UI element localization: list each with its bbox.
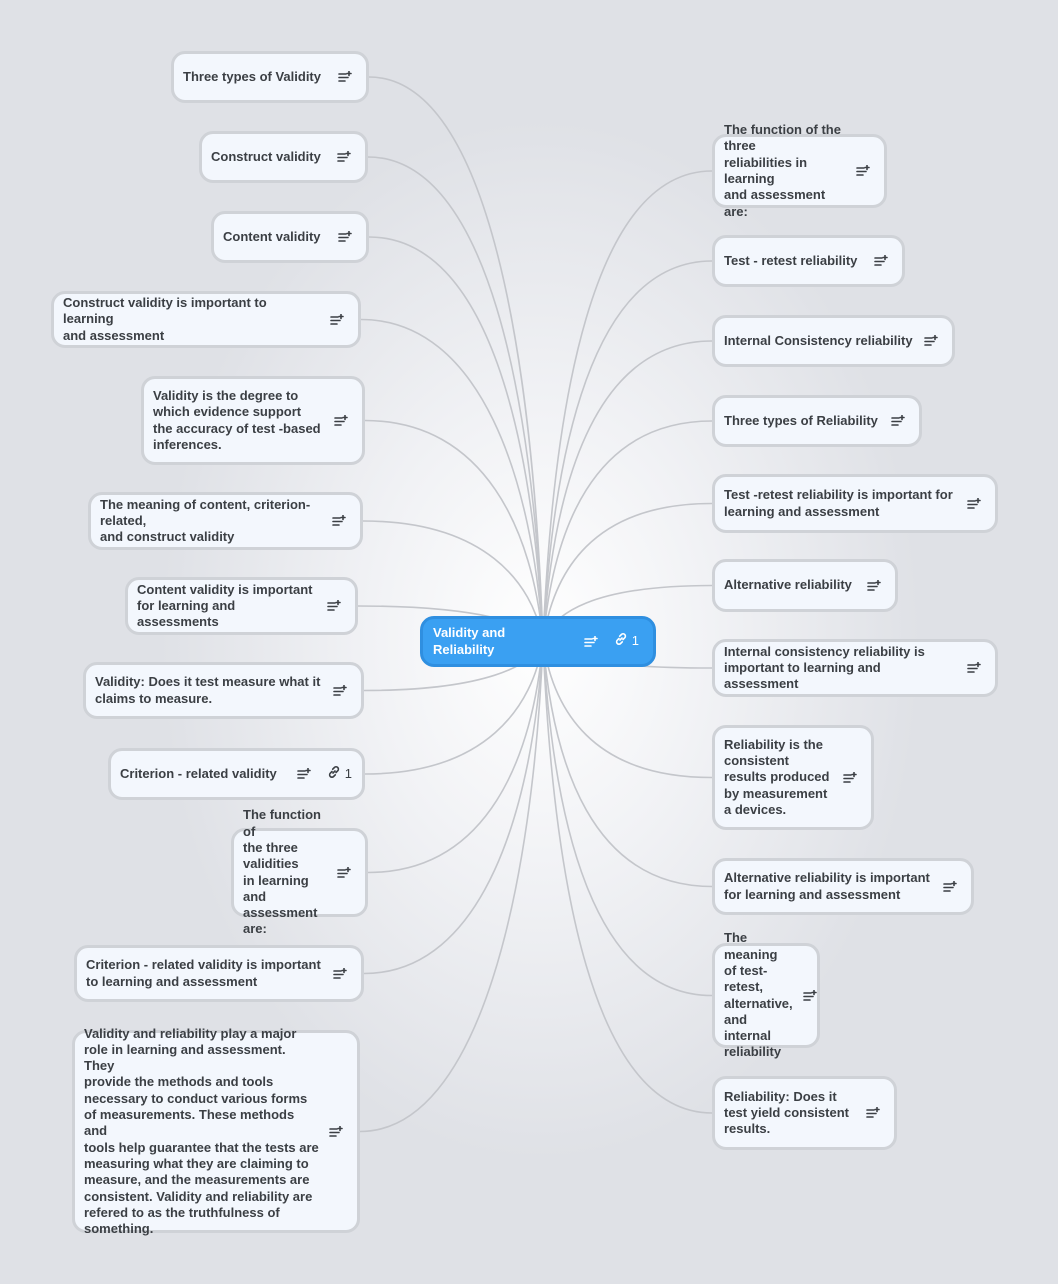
topic-label: Content validity (223, 228, 321, 244)
notes-add-icon[interactable] (329, 1125, 343, 1138)
topic-label: Validity: Does it test measure what it c… (95, 674, 321, 706)
topic-label: Criterion - related validity (120, 765, 277, 781)
notes-add-icon[interactable] (337, 866, 351, 879)
connector-reliability-consistent (542, 641, 713, 779)
notes-add-icon[interactable] (327, 600, 341, 612)
topic-criterion-validity[interactable]: Criterion - related validity 1 (108, 748, 365, 800)
connector-construct-validity (367, 156, 544, 642)
topic-label: Test - retest reliability (724, 252, 858, 268)
link-icon (327, 765, 345, 783)
notes-add-icon[interactable] (843, 771, 857, 784)
topic-reliability-does-it[interactable]: Reliability: Does it test yield consiste… (712, 1076, 897, 1150)
topic-content-validity[interactable]: Content validity (211, 211, 369, 263)
topic-label: Reliability is the consistent results pr… (724, 736, 830, 817)
topic-meaning-validity[interactable]: The meaning of content, criterion-relate… (88, 492, 363, 550)
notes-add-icon[interactable] (802, 989, 817, 1002)
topic-internal-consistency[interactable]: Internal Consistency reliability (712, 315, 955, 367)
topic-validity-does-it[interactable]: Validity: Does it test measure what it c… (83, 662, 364, 719)
connector-content-validity (368, 236, 544, 642)
topic-label: Three types of Reliability (724, 412, 878, 428)
topic-three-types-validity[interactable]: Three types of Validity (171, 51, 369, 103)
topic-label: Three types of Validity (183, 68, 321, 84)
topic-label: Validity and reliability play a major ro… (84, 1025, 319, 1237)
central-topic[interactable]: Validity and Reliability 1 (420, 616, 656, 667)
notes-add-icon[interactable] (891, 415, 905, 427)
connector-validity-degree (364, 419, 544, 642)
topic-label: Reliability: Does it test yield consiste… (724, 1088, 849, 1137)
connector-validity-reliability-role (359, 641, 544, 1133)
topic-function-reliabilities[interactable]: The function of the three reliabilities … (712, 122, 887, 219)
topic-test-retest-important[interactable]: Test -retest reliability is important fo… (712, 474, 998, 533)
notes-add-icon[interactable] (967, 662, 981, 674)
topic-meaning-reliability[interactable]: The meaning of test-retest, alternative,… (712, 930, 820, 1059)
notes-add-icon[interactable] (337, 151, 351, 163)
notes-add-icon[interactable] (332, 515, 346, 527)
topic-label: Alternative reliability is important for… (724, 870, 930, 902)
link-badge[interactable]: 1 (614, 632, 639, 650)
topic-label: Alternative reliability (724, 577, 852, 593)
connector-three-types-validity (368, 76, 544, 642)
connector-construct-validity-important (360, 318, 544, 642)
topic-label: Criterion - related validity is importan… (86, 957, 321, 989)
link-count: 1 (344, 765, 352, 781)
topic-construct-validity[interactable]: Construct validity (199, 131, 368, 183)
connector-reliability-does-it (542, 641, 713, 1114)
topic-construct-validity-important[interactable]: Construct validity is important to learn… (51, 291, 361, 348)
notes-add-icon[interactable] (333, 684, 347, 697)
notes-add-icon[interactable] (943, 880, 957, 893)
topic-label: Content validity is important for learni… (137, 581, 313, 630)
notes-add-icon[interactable] (338, 71, 352, 83)
notes-add-icon[interactable] (924, 335, 938, 347)
topic-function-validities[interactable]: The function of the three validities in … (231, 807, 368, 936)
connector-test-retest (542, 260, 713, 642)
topic-label: The function of the three reliabilities … (724, 122, 841, 219)
topic-label: Test -retest reliability is important fo… (724, 487, 953, 519)
link-icon (614, 632, 632, 650)
topic-label: Internal consistency reliability is impo… (724, 643, 925, 692)
connector-test-retest-important (542, 502, 713, 642)
topic-label: Validity is the degree to which evidence… (153, 387, 321, 452)
link-badge[interactable]: 1 (327, 765, 352, 783)
notes-add-icon[interactable] (334, 414, 348, 427)
topic-label: The meaning of content, criterion-relate… (100, 496, 311, 545)
topic-reliability-consistent[interactable]: Reliability is the consistent results pr… (712, 725, 874, 830)
topic-alternative-reliability[interactable]: Alternative reliability (712, 559, 898, 612)
connector-meaning-reliability (542, 641, 713, 997)
connector-internal-consistency (542, 340, 713, 642)
connector-criterion-validity-important (363, 641, 544, 975)
notes-add-icon[interactable] (330, 313, 344, 326)
notes-add-icon[interactable] (296, 768, 311, 780)
notes-add-icon[interactable] (874, 255, 888, 267)
connector-alternative-important (542, 641, 713, 888)
notes-add-icon[interactable] (866, 1107, 880, 1119)
notes-add-icon[interactable] (583, 635, 598, 648)
topic-label: Construct validity is important to learn… (63, 295, 267, 343)
connector-three-types-reliability (542, 420, 713, 642)
topic-label: The function of the three validities in … (243, 807, 321, 937)
topic-criterion-validity-important[interactable]: Criterion - related validity is importan… (74, 945, 364, 1002)
central-topic-label: Validity and Reliability (433, 625, 506, 657)
notes-add-icon[interactable] (867, 579, 881, 592)
topic-validity-reliability-role[interactable]: Validity and reliability play a major ro… (72, 1026, 360, 1236)
notes-add-icon[interactable] (333, 967, 347, 980)
topic-label: The meaning of test-retest, alternative,… (724, 930, 793, 1060)
topic-alternative-important[interactable]: Alternative reliability is important for… (712, 858, 974, 915)
topic-validity-degree[interactable]: Validity is the degree to which evidence… (141, 376, 365, 465)
topic-internal-consistency-important[interactable]: Internal consistency reliability is impo… (712, 639, 998, 697)
link-count: 1 (631, 633, 639, 649)
topic-three-types-reliability[interactable]: Three types of Reliability (712, 395, 922, 447)
topic-label: Construct validity (211, 148, 321, 164)
connector-function-validities (367, 641, 544, 874)
notes-add-icon[interactable] (856, 165, 870, 177)
connector-function-reliabilities (542, 170, 713, 642)
topic-content-validity-important[interactable]: Content validity is important for learni… (125, 577, 358, 635)
notes-add-icon[interactable] (338, 231, 352, 243)
topic-test-retest[interactable]: Test - retest reliability (712, 235, 905, 287)
topic-label: Internal Consistency reliability (724, 332, 913, 348)
notes-add-icon[interactable] (967, 497, 981, 510)
